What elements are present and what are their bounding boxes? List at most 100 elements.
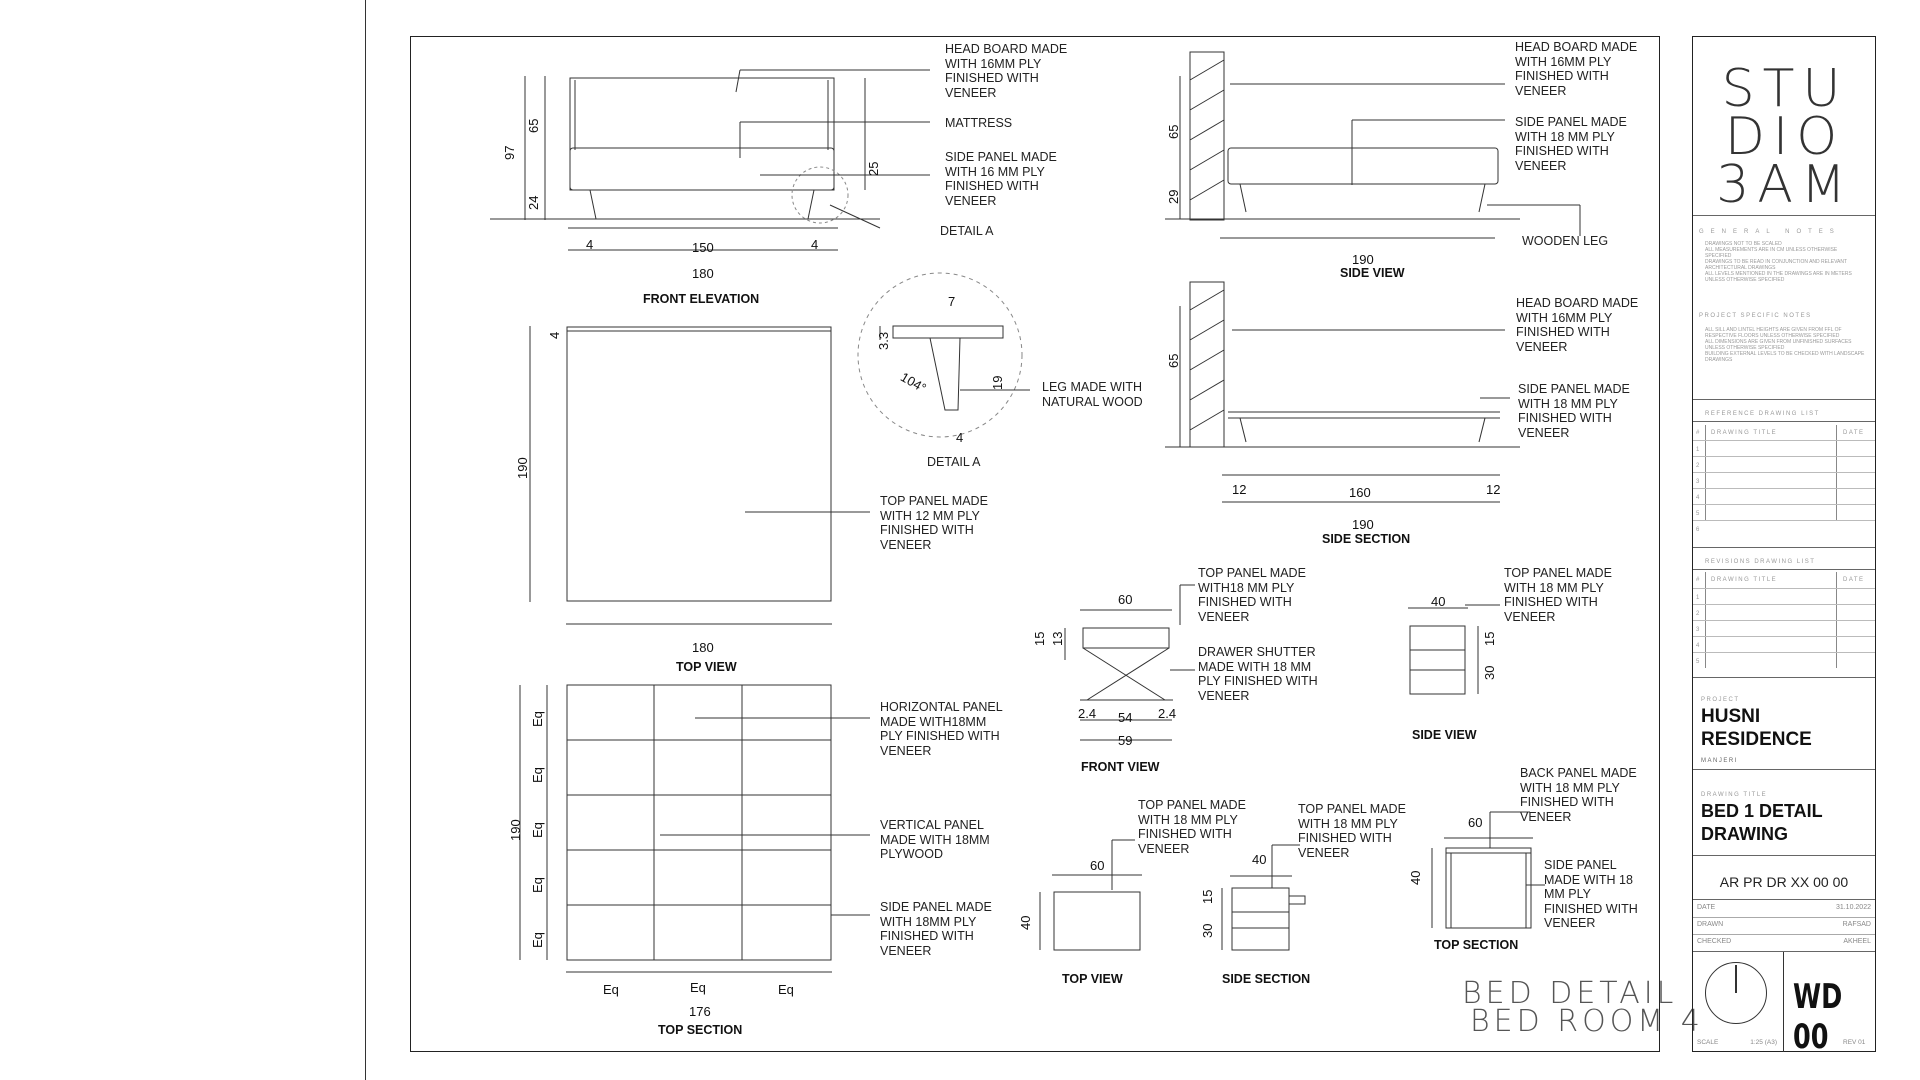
sheet-number: WD 00 (1793, 977, 1843, 1057)
ref-col-title: DRAWING TITLE (1711, 430, 1778, 436)
studio-logo: STU DIO 3AM (1693, 63, 1877, 211)
sideview-dim-base: 29 (1166, 189, 1181, 204)
note-leg: LEG MADE WITH NATURAL WOOD (1042, 380, 1143, 409)
topsection-dim-eq-3: Eq (530, 822, 545, 838)
dim-headboard: 65 (526, 118, 541, 133)
row-line (1693, 917, 1875, 918)
topsection-dim-eq-h1: Eq (603, 982, 619, 997)
top-view-title: TOP VIEW (676, 660, 737, 674)
row-line (1693, 504, 1875, 505)
left-margin-line (365, 0, 366, 1080)
divider (1693, 547, 1875, 548)
detail-dim-top: 7 (948, 294, 956, 309)
rev-col-date: DATE (1843, 577, 1865, 583)
col-divider (1783, 952, 1784, 1052)
tfv-dim-right: 2.4 (1158, 706, 1177, 721)
detail-a-title: DETAIL A (927, 455, 981, 469)
ref-row-no: 4 (1696, 495, 1701, 501)
divider (1693, 855, 1875, 856)
tss-dim-h2: 30 (1200, 923, 1215, 938)
table-front-view-drawing (1064, 584, 1195, 741)
title-block: STU DIO 3AM GENERAL NOTES DRAWINGS NOT T… (1692, 36, 1877, 1057)
note-headboard: HEAD BOARD MADE WITH 16MM PLY FINISHED W… (945, 42, 1068, 100)
note-sv-side-panel: SIDE PANEL MADE WITH 18 MM PLY FINISHED … (1515, 115, 1627, 173)
date-value: 31.10.2022 (1835, 904, 1871, 911)
logo-line-2: DIO (1724, 107, 1846, 167)
rev-col-title: DRAWING TITLE (1711, 577, 1778, 583)
side-section-title: SIDE SECTION (1322, 532, 1411, 546)
detail-a-drawing (857, 272, 1030, 438)
sideview-dim-length: 190 (1352, 252, 1374, 267)
divider (1693, 421, 1875, 422)
front-elevation-drawing (490, 69, 930, 251)
note-tts-back: BACK PANEL MADE WITH 18 MM PLY FINISHED … (1520, 766, 1637, 824)
row-line (1693, 456, 1875, 457)
tfv-dim-width: 60 (1118, 592, 1133, 607)
side-section-drawing (1165, 281, 1520, 503)
row-line (1693, 472, 1875, 473)
project-note: ALL DIMENSIONS ARE GIVEN FROM UNFINISHED… (1705, 339, 1852, 351)
drawing-frame (410, 36, 1660, 1052)
ref-col-date: DATE (1843, 430, 1865, 436)
topsection-dim-length: 190 (508, 819, 523, 841)
note-sv-headboard: HEAD BOARD MADE WITH 16MM PLY FINISHED W… (1515, 40, 1638, 98)
rev-row-no: 2 (1696, 611, 1701, 617)
tsv-dim-h2: 30 (1482, 665, 1497, 680)
general-note: DRAWINGS NOT TO BE SCALED (1705, 241, 1782, 247)
detail-dim-base: 4 (956, 430, 964, 445)
dim-side-panel: 25 (866, 161, 881, 176)
tsv-dim-width: 40 (1431, 594, 1446, 609)
ref-col-no: # (1696, 430, 1701, 436)
rev-row-no: 1 (1696, 595, 1701, 601)
table-top-view-title: TOP VIEW (1062, 972, 1123, 986)
tsv-dim-h1: 15 (1482, 631, 1497, 646)
divider (1693, 951, 1875, 952)
tss-dim-width: 40 (1252, 852, 1267, 867)
table-top-section-drawing (1431, 811, 1545, 929)
table-side-section-title: SIDE SECTION (1222, 972, 1311, 986)
topview-dim-thk: 4 (547, 331, 562, 339)
note-tts-side: SIDE PANEL MADE WITH 18 MM PLY FINISHED … (1544, 858, 1638, 930)
divider (1693, 569, 1875, 570)
sidesection-dim-headboard: 65 (1166, 353, 1181, 368)
reference-title: REFERENCE DRAWING LIST (1705, 411, 1820, 417)
tfv-dim-mid: 54 (1118, 710, 1133, 725)
table-side-section-drawing (1221, 844, 1306, 951)
top-section-drawing (519, 684, 870, 973)
note-tss-top: TOP PANEL MADE WITH 18 MM PLY FINISHED W… (1298, 802, 1406, 860)
rev-row-no: 4 (1696, 643, 1701, 649)
row-line (1693, 488, 1875, 489)
topview-dim-width: 180 (692, 640, 714, 655)
checked-label: CHECKED (1697, 938, 1732, 945)
project-note: BUILDING EXTERNAL LEVELS TO BE CHECKED W… (1705, 351, 1865, 363)
sidesection-dim-right: 12 (1486, 482, 1501, 497)
table-top-view-drawing (1039, 839, 1142, 951)
drawing-title-2: DRAWING (1701, 824, 1788, 844)
sheet-title-1: BED DETAIL (1462, 976, 1678, 1011)
row-line (1693, 604, 1875, 605)
row-line (1693, 440, 1875, 441)
note-top-panel: TOP PANEL MADE WITH 12 MM PLY FINISHED W… (880, 494, 988, 552)
note-horizontal-panel: HORIZONTAL PANEL MADE WITH18MM PLY FINIS… (880, 700, 1003, 758)
topsection-dim-eq-h3: Eq (778, 982, 794, 997)
topsection-dim-eq-2: Eq (530, 767, 545, 783)
scale-value: 1:25 (A3) (1750, 1039, 1777, 1046)
north-arrow-icon (1705, 962, 1767, 1024)
general-note: ALL MEASUREMENTS ARE IN CM UNLESS OTHERW… (1705, 247, 1838, 259)
drawing-title-1: BED 1 DETAIL (1701, 801, 1823, 821)
divider (1693, 899, 1875, 900)
note-tsv-top: TOP PANEL MADE WITH 18 MM PLY FINISHED W… (1504, 566, 1612, 624)
col-divider (1836, 425, 1837, 521)
col-divider (1705, 425, 1706, 521)
sheet-title-2: BED ROOM 4 (1470, 1004, 1704, 1039)
topview-dim-length: 190 (515, 457, 530, 479)
dim-left: 4 (586, 237, 594, 252)
note-mattress: MATTRESS (945, 116, 1013, 130)
note-ss-headboard: HEAD BOARD MADE WITH 16MM PLY FINISHED W… (1516, 296, 1639, 354)
note-wooden-leg: WOODEN LEG (1522, 234, 1609, 248)
general-note: DRAWINGS TO BE READ IN CONJUNCTION AND R… (1705, 259, 1847, 271)
project-name-2: RESIDENCE (1701, 729, 1812, 750)
